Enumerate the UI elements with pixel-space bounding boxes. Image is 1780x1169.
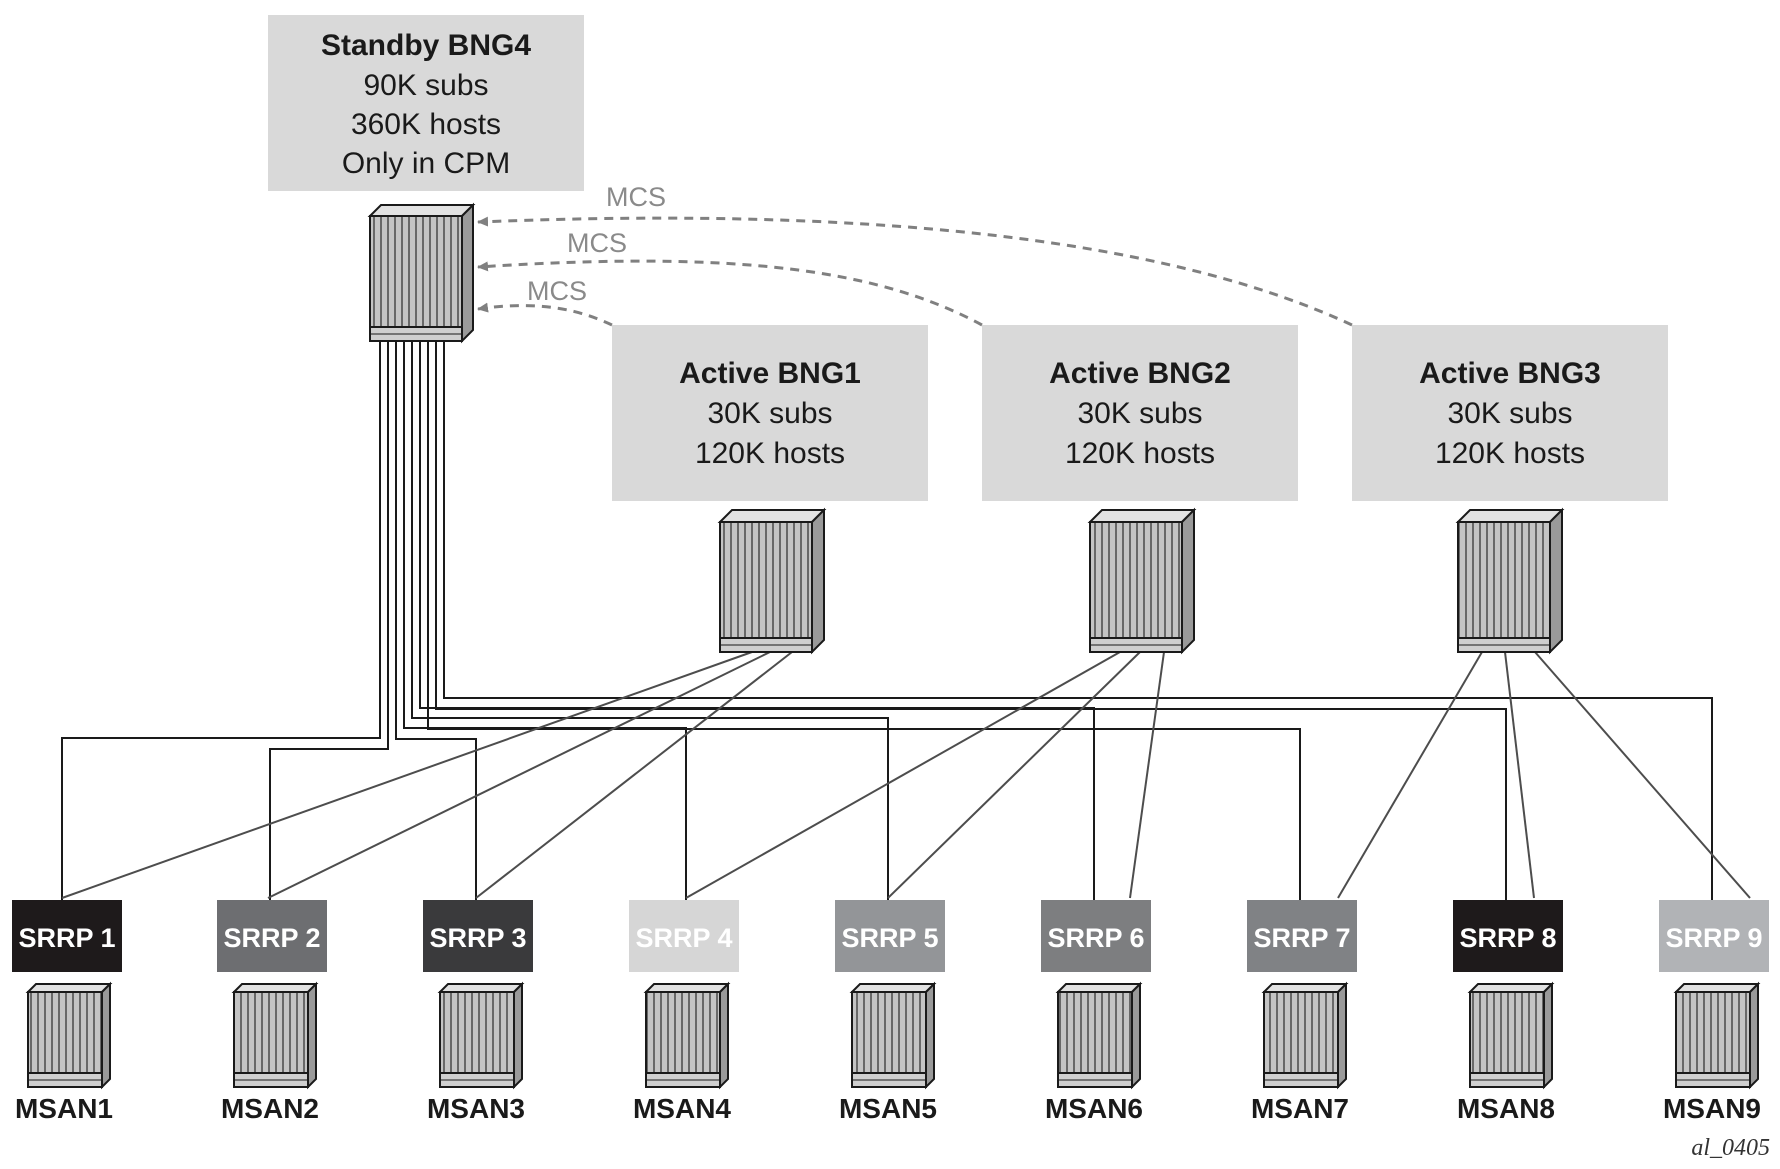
- active-bng2-router: [1087, 507, 1197, 655]
- mcs-link-bng3: [477, 216, 1353, 327]
- msan4-router: [643, 981, 731, 1090]
- link-bng1-srrp1: [61, 651, 753, 899]
- standby-link-srrp3: [395, 341, 477, 900]
- standby-link-srrp2: [269, 341, 389, 900]
- msan6-router: [1055, 981, 1143, 1090]
- msan3-label: MSAN3: [427, 1093, 525, 1124]
- routers: [25, 202, 1761, 1090]
- active-bng3-router: [1455, 507, 1565, 655]
- standby-hosts: 360K hosts: [351, 108, 501, 141]
- mcs-label-bng1: MCS: [527, 276, 587, 306]
- standby-link-srrp1: [61, 341, 381, 900]
- figure-id: al_0405: [1691, 1135, 1770, 1161]
- srrp-1-tag: [12, 900, 122, 972]
- srrp-3-label: SRRP 3: [429, 923, 526, 953]
- active-bng3-hosts: 120K hosts: [1435, 437, 1585, 470]
- standby-cpm-note: Only in CPM: [342, 147, 510, 180]
- link-bng3-srrp7: [1337, 651, 1483, 899]
- mcs-links: [477, 216, 1353, 327]
- msan7-label: MSAN7: [1251, 1093, 1349, 1124]
- link-bng3-srrp9: [1534, 651, 1751, 899]
- mcs-link-bng2: [477, 259, 983, 327]
- standby-link-srrp5: [411, 341, 889, 900]
- standby-links: [61, 341, 1713, 900]
- link-bng2-srrp5: [887, 651, 1141, 899]
- msan9-router: [1673, 981, 1761, 1090]
- msan4-label: MSAN4: [633, 1093, 731, 1124]
- link-bng3-srrp8: [1504, 651, 1535, 899]
- active-bng1-title: Active BNG1: [679, 357, 861, 390]
- link-bng2-srrp6: [1129, 651, 1165, 899]
- srrp-6-label: SRRP 6: [1047, 923, 1144, 953]
- standby-link-srrp8: [435, 341, 1507, 900]
- standby-bng4-box: Standby BNG4 90K subs 360K hosts Only in…: [268, 15, 584, 191]
- srrp-8-label: SRRP 8: [1459, 923, 1556, 953]
- srrp-5-tag: [835, 900, 945, 972]
- active-bng1-box: Active BNG1 30K subs 120K hosts: [612, 325, 928, 501]
- srrp-3-tag: [423, 900, 533, 972]
- active-bng3-box: Active BNG3 30K subs 120K hosts: [1352, 325, 1668, 501]
- srrp-9-label: SRRP 9: [1665, 923, 1762, 953]
- msan9-label: MSAN9: [1663, 1093, 1761, 1124]
- srrp-6-tag: [1041, 900, 1151, 972]
- standby-subs: 90K subs: [363, 69, 488, 102]
- active-bng2-box: Active BNG2 30K subs 120K hosts: [982, 325, 1298, 501]
- msan1-router: [25, 981, 113, 1090]
- active-bng1-hosts: 120K hosts: [695, 437, 845, 470]
- mcs-link-bng1: [477, 302, 613, 327]
- active-bng1-router: [717, 507, 827, 655]
- mcs-label-bng2: MCS: [567, 228, 627, 258]
- srrp-4-tag: [629, 900, 739, 972]
- active-bng3-subs: 30K subs: [1447, 397, 1572, 430]
- msan3-router: [437, 981, 525, 1090]
- link-bng1-srrp2: [267, 651, 771, 899]
- srrp-4-label: SRRP 4: [635, 923, 732, 953]
- srrp-1-label: SRRP 1: [18, 923, 115, 953]
- active-bng2-subs: 30K subs: [1077, 397, 1202, 430]
- mcs-label-bng3: MCS: [606, 182, 666, 212]
- msan8-label: MSAN8: [1457, 1093, 1555, 1124]
- msan8-router: [1467, 981, 1555, 1090]
- msan2-label: MSAN2: [221, 1093, 319, 1124]
- srrp-2-tag: [217, 900, 327, 972]
- active-links: [61, 651, 1751, 899]
- standby-link-srrp9: [443, 341, 1713, 900]
- msan1-label: MSAN1: [15, 1093, 113, 1124]
- srrp-tags: SRRP 1 SRRP 2 SRRP 3 SRRP 4 SRRP 5 SRRP …: [12, 900, 1769, 972]
- msan6-label: MSAN6: [1045, 1093, 1143, 1124]
- srrp-9-tag: [1659, 900, 1769, 972]
- srrp-7-label: SRRP 7: [1253, 923, 1350, 953]
- msan5-label: MSAN5: [839, 1093, 937, 1124]
- active-bng2-title: Active BNG2: [1049, 357, 1231, 390]
- standby-title: Standby BNG4: [321, 29, 531, 62]
- msan7-router: [1261, 981, 1349, 1090]
- active-bng2-hosts: 120K hosts: [1065, 437, 1215, 470]
- standby-link-srrp7: [427, 341, 1301, 900]
- srrp-2-label: SRRP 2: [223, 923, 320, 953]
- msan2-router: [231, 981, 319, 1090]
- link-bng2-srrp4: [685, 651, 1121, 899]
- msan-labels: MSAN1 MSAN2 MSAN3 MSAN4 MSAN5 MSAN6 MSAN…: [15, 1093, 1761, 1124]
- srrp-8-tag: [1453, 900, 1563, 972]
- msan5-router: [849, 981, 937, 1090]
- standby-bng4-router: [367, 202, 476, 344]
- link-bng1-srrp3: [475, 651, 793, 899]
- srrp-7-tag: [1247, 900, 1357, 972]
- active-bng3-title: Active BNG3: [1419, 357, 1601, 390]
- srrp-5-label: SRRP 5: [841, 923, 938, 953]
- active-bng1-subs: 30K subs: [707, 397, 832, 430]
